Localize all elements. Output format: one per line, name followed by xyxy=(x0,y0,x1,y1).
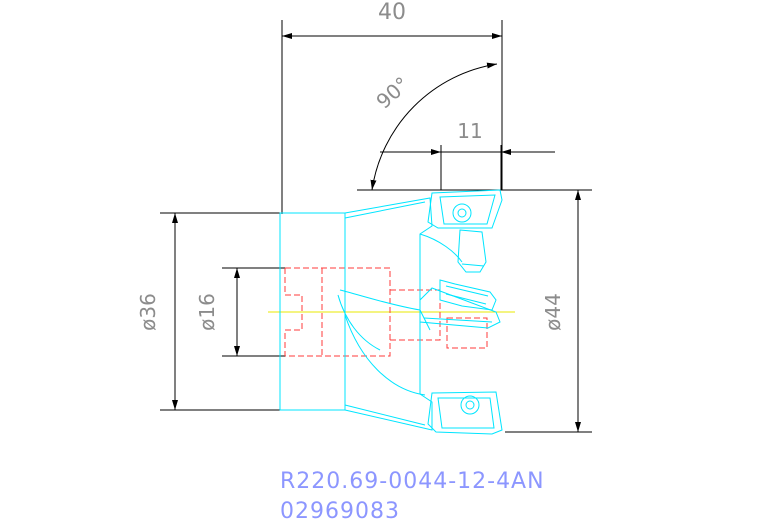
dim-cutting-diameter xyxy=(505,190,592,433)
bore-step-hidden xyxy=(284,268,303,356)
clamp-wedge-line xyxy=(461,263,485,267)
insert-top-screw xyxy=(452,203,472,223)
insert-bottom-screw-head xyxy=(465,400,475,410)
insert-bottom-inner xyxy=(437,397,495,429)
part-designation: R220.69-0044-12-4AN xyxy=(280,469,545,494)
chip-pocket-curve xyxy=(337,294,381,351)
part-number: 02969083 xyxy=(280,499,400,523)
body-outline xyxy=(344,197,433,431)
clamp-wedge xyxy=(457,229,487,273)
dim-text-11: 11 xyxy=(457,119,482,143)
dim-insert-width xyxy=(380,145,555,190)
body-inner-edge xyxy=(344,201,426,426)
chip-pocket-middle xyxy=(339,289,431,331)
dim-overall-length xyxy=(281,20,503,214)
coolant-hidden-2 xyxy=(446,317,488,349)
dim-text-44: ø44 xyxy=(541,293,565,331)
dim-angle xyxy=(357,62,592,191)
cutter-body xyxy=(279,189,503,435)
chip-pocket-lower xyxy=(344,314,426,396)
insert-top-screw-head xyxy=(457,208,467,218)
dim-text-16: ø16 xyxy=(195,293,219,331)
insert-bottom xyxy=(427,391,503,435)
insert-bottom-screw xyxy=(460,395,480,415)
dim-bore-diameter xyxy=(222,267,285,357)
coolant-hidden-1 xyxy=(390,289,441,341)
insert-top xyxy=(427,189,503,229)
insert-middle xyxy=(419,287,501,329)
pocket-edge-top xyxy=(419,233,463,263)
bore-hidden-outline xyxy=(285,267,391,357)
dim-text-angle: 90° xyxy=(371,72,413,114)
dim-text-40: 40 xyxy=(378,0,406,25)
insert-top-inner xyxy=(439,194,496,225)
insert-middle-edge xyxy=(423,317,493,323)
wedge-screw-body xyxy=(439,279,497,311)
dim-shank-diameter xyxy=(160,212,280,411)
dim-text-36: ø36 xyxy=(136,293,160,331)
angle-arc xyxy=(370,62,498,191)
